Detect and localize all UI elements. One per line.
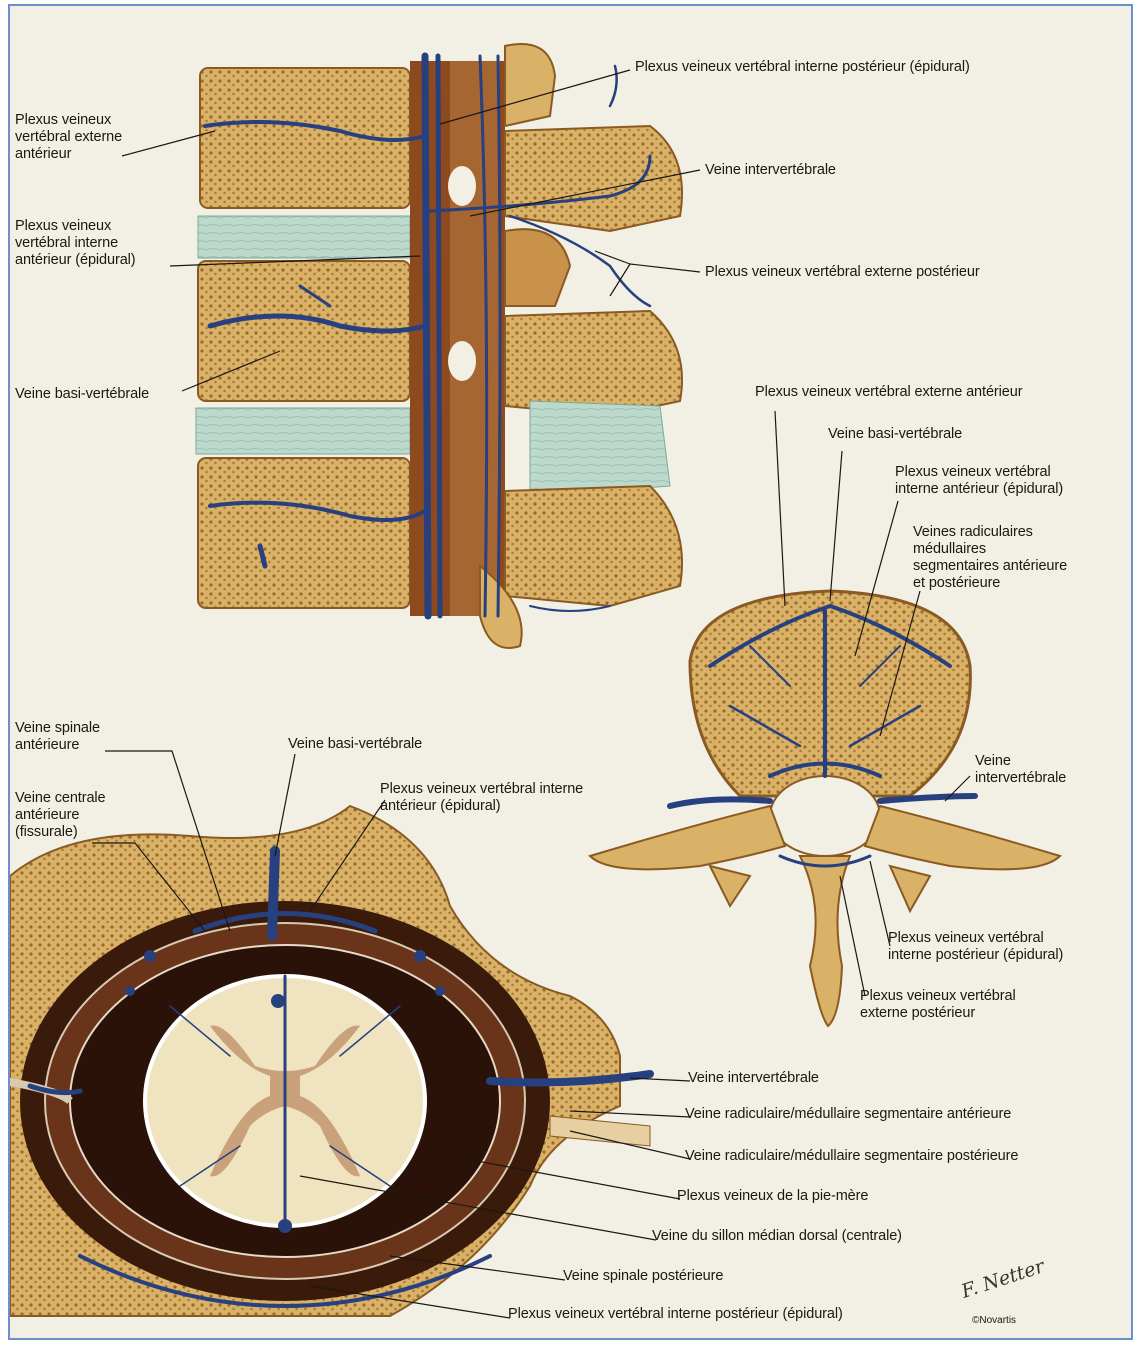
spinous-process-top xyxy=(505,44,555,126)
label-veine-sillon-median: Veine du sillon médian dorsal (centrale) xyxy=(652,1228,902,1245)
lateral-view xyxy=(196,44,682,648)
vertebral-body-3 xyxy=(198,458,410,608)
label-plexus-interne-posterieur-cord: Plexus veineux vertébral interne postéri… xyxy=(508,1306,843,1323)
intervertebral-foramen-1 xyxy=(448,166,476,206)
label-veine-intervertebrale-axial: Veine intervertébrale xyxy=(975,753,1066,787)
label-veine-intervertebrale-lateral: Veine intervertébrale xyxy=(705,162,836,179)
label-plexus-interne-anterieur-axial: Plexus veineux vertébral interne antérie… xyxy=(895,464,1063,498)
label-veine-spinale-posterieure: Veine spinale postérieure xyxy=(563,1268,723,1285)
intervertebral-disc-1 xyxy=(198,216,410,258)
copyright-text: ©Novartis xyxy=(972,1315,1016,1326)
label-plexus-interne-anterieur-cord: Plexus veineux vertébral interne antérie… xyxy=(380,781,583,815)
label-plexus-externe-anterieur-lateral: Plexus veineux vertébral externe antérie… xyxy=(15,112,122,163)
label-veine-radiculaire-anterieure: Veine radiculaire/médullaire segmentaire… xyxy=(685,1106,1011,1123)
label-veines-radiculaires-axial: Veines radiculaires médullaires segmenta… xyxy=(913,524,1067,592)
label-plexus-externe-posterieur-axial: Plexus veineux vertébral externe postéri… xyxy=(860,988,1016,1022)
spinous-process xyxy=(800,856,850,1026)
label-veine-spinale-anterieure: Veine spinale antérieure xyxy=(15,720,100,754)
label-veine-intervertebrale-cord: Veine intervertébrale xyxy=(688,1070,819,1087)
label-plexus-interne-posterieur-axial: Plexus veineux vertébral interne postéri… xyxy=(888,930,1063,964)
intervertebral-disc-2 xyxy=(196,408,410,454)
lamina-2 xyxy=(505,311,682,416)
label-plexus-interne-posterieur-lateral: Plexus veineux vertébral interne postéri… xyxy=(635,59,970,76)
label-plexus-pie-mere: Plexus veineux de la pie-mère xyxy=(677,1188,868,1205)
nerve-root xyxy=(550,1116,650,1146)
label-plexus-externe-posterieur-lateral: Plexus veineux vertébral externe postéri… xyxy=(705,264,980,281)
pedicle xyxy=(505,229,570,306)
transverse-process-right xyxy=(865,806,1060,869)
transverse-process-left xyxy=(590,806,785,869)
lamina-3 xyxy=(505,486,682,606)
illustration-frame: Plexus veineux vertébral interne postéri… xyxy=(8,4,1133,1340)
label-veine-basi-vertebrale-axial: Veine basi-vertébrale xyxy=(828,426,962,443)
label-veine-basi-vertebrale-cord: Veine basi-vertébrale xyxy=(288,736,422,753)
label-veine-centrale-anterieure: Veine centrale antérieure (fissurale) xyxy=(15,790,106,841)
label-veine-radiculaire-posterieure: Veine radiculaire/médullaire segmentaire… xyxy=(685,1148,1018,1165)
label-plexus-interne-anterieur-lateral: Plexus veineux vertébral interne antérie… xyxy=(15,218,136,269)
label-plexus-externe-anterieur-axial: Plexus veineux vertébral externe antérie… xyxy=(755,384,1022,401)
vertebral-canal xyxy=(770,776,880,856)
anatomy-illustration xyxy=(10,6,1133,1340)
spinal-cord-section xyxy=(10,806,650,1316)
intervertebral-foramen-2 xyxy=(448,341,476,381)
posterior-disc xyxy=(530,401,670,496)
label-veine-basi-vertebrale-lateral: Veine basi-vertébrale xyxy=(15,386,149,403)
